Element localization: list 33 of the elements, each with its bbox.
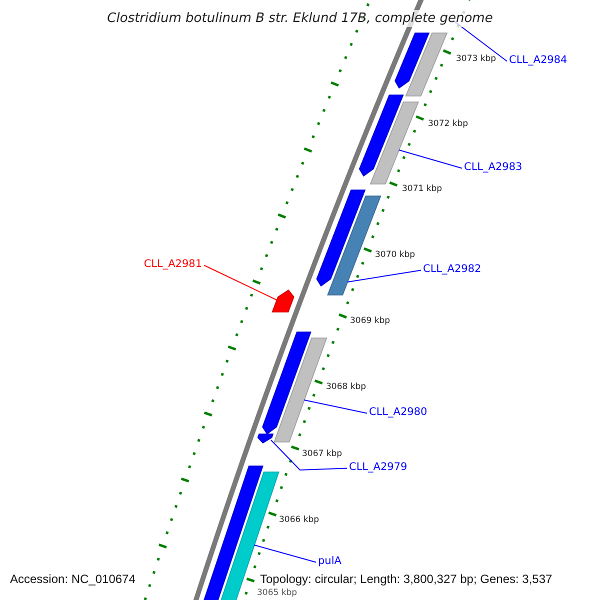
gene-feature bbox=[394, 32, 430, 89]
gene-feature bbox=[358, 94, 404, 177]
gene-label: CLL_A2980 bbox=[369, 407, 428, 418]
gene-feature bbox=[262, 332, 312, 435]
gene-label: CLL_A2982 bbox=[423, 264, 482, 274]
gene-label: pulA bbox=[318, 556, 342, 566]
gene-label: CLL_A2979 bbox=[349, 462, 408, 472]
tick-label: 3066 kbp bbox=[279, 516, 320, 524]
genome-stats-text: Topology: circular; Length: 3,800,327 bp; Genes: 3,537 bbox=[260, 572, 552, 586]
gene-feature bbox=[272, 289, 294, 312]
gene-label: CLL_A2983 bbox=[464, 162, 522, 172]
gene-label: CLL_A2981 bbox=[144, 259, 202, 270]
gene-feature bbox=[405, 32, 448, 96]
leader-line bbox=[254, 544, 316, 563]
tick-label: 3067 kbp bbox=[302, 450, 342, 458]
leader-line bbox=[304, 400, 368, 414]
tick-label: 3069 kbp bbox=[350, 317, 390, 326]
leader-line bbox=[270, 440, 348, 470]
gene-feature bbox=[274, 338, 328, 442]
gene-feature bbox=[316, 190, 366, 287]
tick-label: 3071 kbp bbox=[402, 185, 442, 194]
tick-label: 3068 kbp bbox=[326, 383, 366, 392]
gene-label: CLL_A2984 bbox=[509, 55, 568, 66]
leader-line bbox=[398, 150, 462, 169]
tick-label: 3072 kbp bbox=[428, 120, 468, 128]
tick-label: 3070 kbp bbox=[375, 251, 416, 260]
gene-feature bbox=[370, 102, 419, 184]
accession-text: Accession: NC_010674 bbox=[10, 572, 136, 586]
gene-feature bbox=[257, 434, 274, 444]
tick-label: 3073 kbp bbox=[456, 55, 496, 64]
leader-line bbox=[347, 270, 422, 282]
tick-label: 3065 kbp bbox=[257, 589, 298, 598]
leader-line bbox=[204, 264, 278, 300]
